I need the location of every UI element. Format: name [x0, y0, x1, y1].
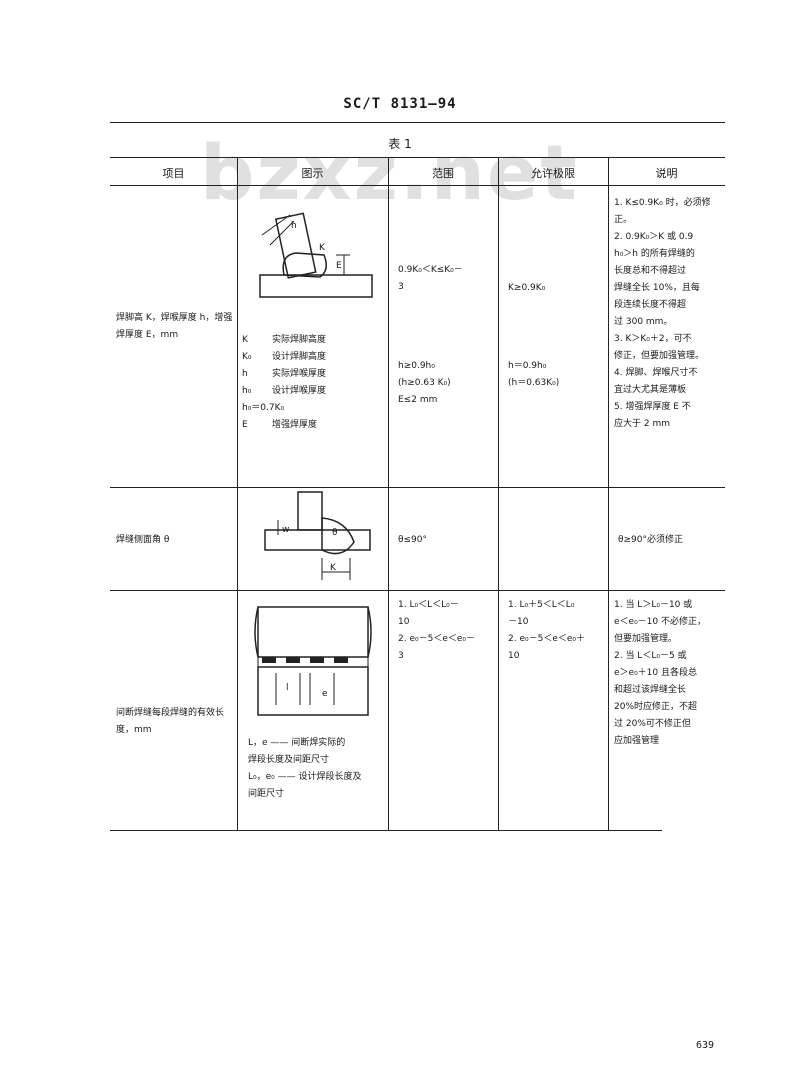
col-header-item: 项目: [162, 167, 185, 180]
col-header-limit: 允许极限: [531, 167, 575, 180]
row3-item: 间断焊缝每段焊缝的有效长度，mm: [116, 708, 225, 735]
diagram2-k-label: K: [330, 563, 336, 573]
row1-limit-k: K≥0.9K₀: [508, 283, 546, 293]
table-title: 表 1: [388, 137, 412, 151]
table-top-rule: [110, 157, 725, 158]
row1-notes: 1. K≤0.9K₀ 时，必须修正。 2. 0.9K₀＞K 或 0.9 h₀＞h…: [614, 198, 711, 429]
row3-limit: 1. L₀＋5＜L＜L₀ －10 2. e₀－5＜e＜e₀＋ 10: [508, 600, 586, 661]
row3-legend: L，e —— 间断焊实际的 焊段长度及间距尺寸 L₀，e₀ —— 设计焊段长度及…: [248, 738, 362, 799]
row2-notes: θ≥90°必须修正: [618, 535, 683, 545]
row3-notes: 1. 当 L＞L₀－10 或 e＜e₀－10 不必修正， 但要加强管理。 2. …: [614, 600, 706, 746]
row1-bottom-rule: [110, 487, 725, 488]
col-header-diagram: 图示: [301, 167, 324, 180]
row1-item: 焊脚高 K，焊喉厚度 h，增强焊厚度 E，mm: [116, 313, 233, 340]
col-divider-2: [388, 157, 389, 830]
col-divider-1: [237, 157, 238, 830]
diagram3-l-label: l: [286, 683, 289, 693]
standard-code: SC/T 8131—94: [343, 96, 457, 112]
row3-range: 1. L₀＜L＜L₀－ 10 2. e₀－5＜e＜e₀－ 3: [398, 600, 476, 661]
row2-bottom-rule: [110, 590, 725, 591]
page-number: 639: [695, 1040, 714, 1051]
table-bottom-rule: [110, 830, 662, 831]
col-header-range: 范围: [432, 167, 454, 180]
diagram1-e-label: E: [336, 261, 342, 271]
row1-range-k: 0.9K₀＜K≤K₀－ 3: [398, 265, 463, 292]
diagram1-h-label: h: [291, 221, 297, 231]
header-rule: [110, 122, 725, 123]
col-divider-4: [608, 157, 609, 830]
diagram3-e-label: e: [322, 689, 328, 699]
weld-side-angle-diagram: [264, 491, 371, 580]
col-header-notes: 说明: [655, 167, 678, 180]
diagram2-theta-label: θ: [332, 528, 338, 538]
col-divider-3: [498, 157, 499, 830]
fillet-weld-diagram: [259, 212, 373, 298]
row2-item: 焊缝侧面角 θ: [116, 535, 170, 545]
row2-range: θ≤90°: [398, 535, 427, 545]
diagram1-k-label: K: [319, 243, 325, 253]
row1-range-h: h≥0.9h₀ (h≥0.63 K₀) E≤2 mm: [398, 361, 451, 405]
diagram2-w-label: w: [282, 525, 290, 535]
intermittent-weld-diagram: [254, 606, 372, 716]
header-bottom-rule: [110, 185, 725, 186]
row1-limit-h: h＝0.9h₀ (h＝0.63K₀): [508, 361, 560, 388]
